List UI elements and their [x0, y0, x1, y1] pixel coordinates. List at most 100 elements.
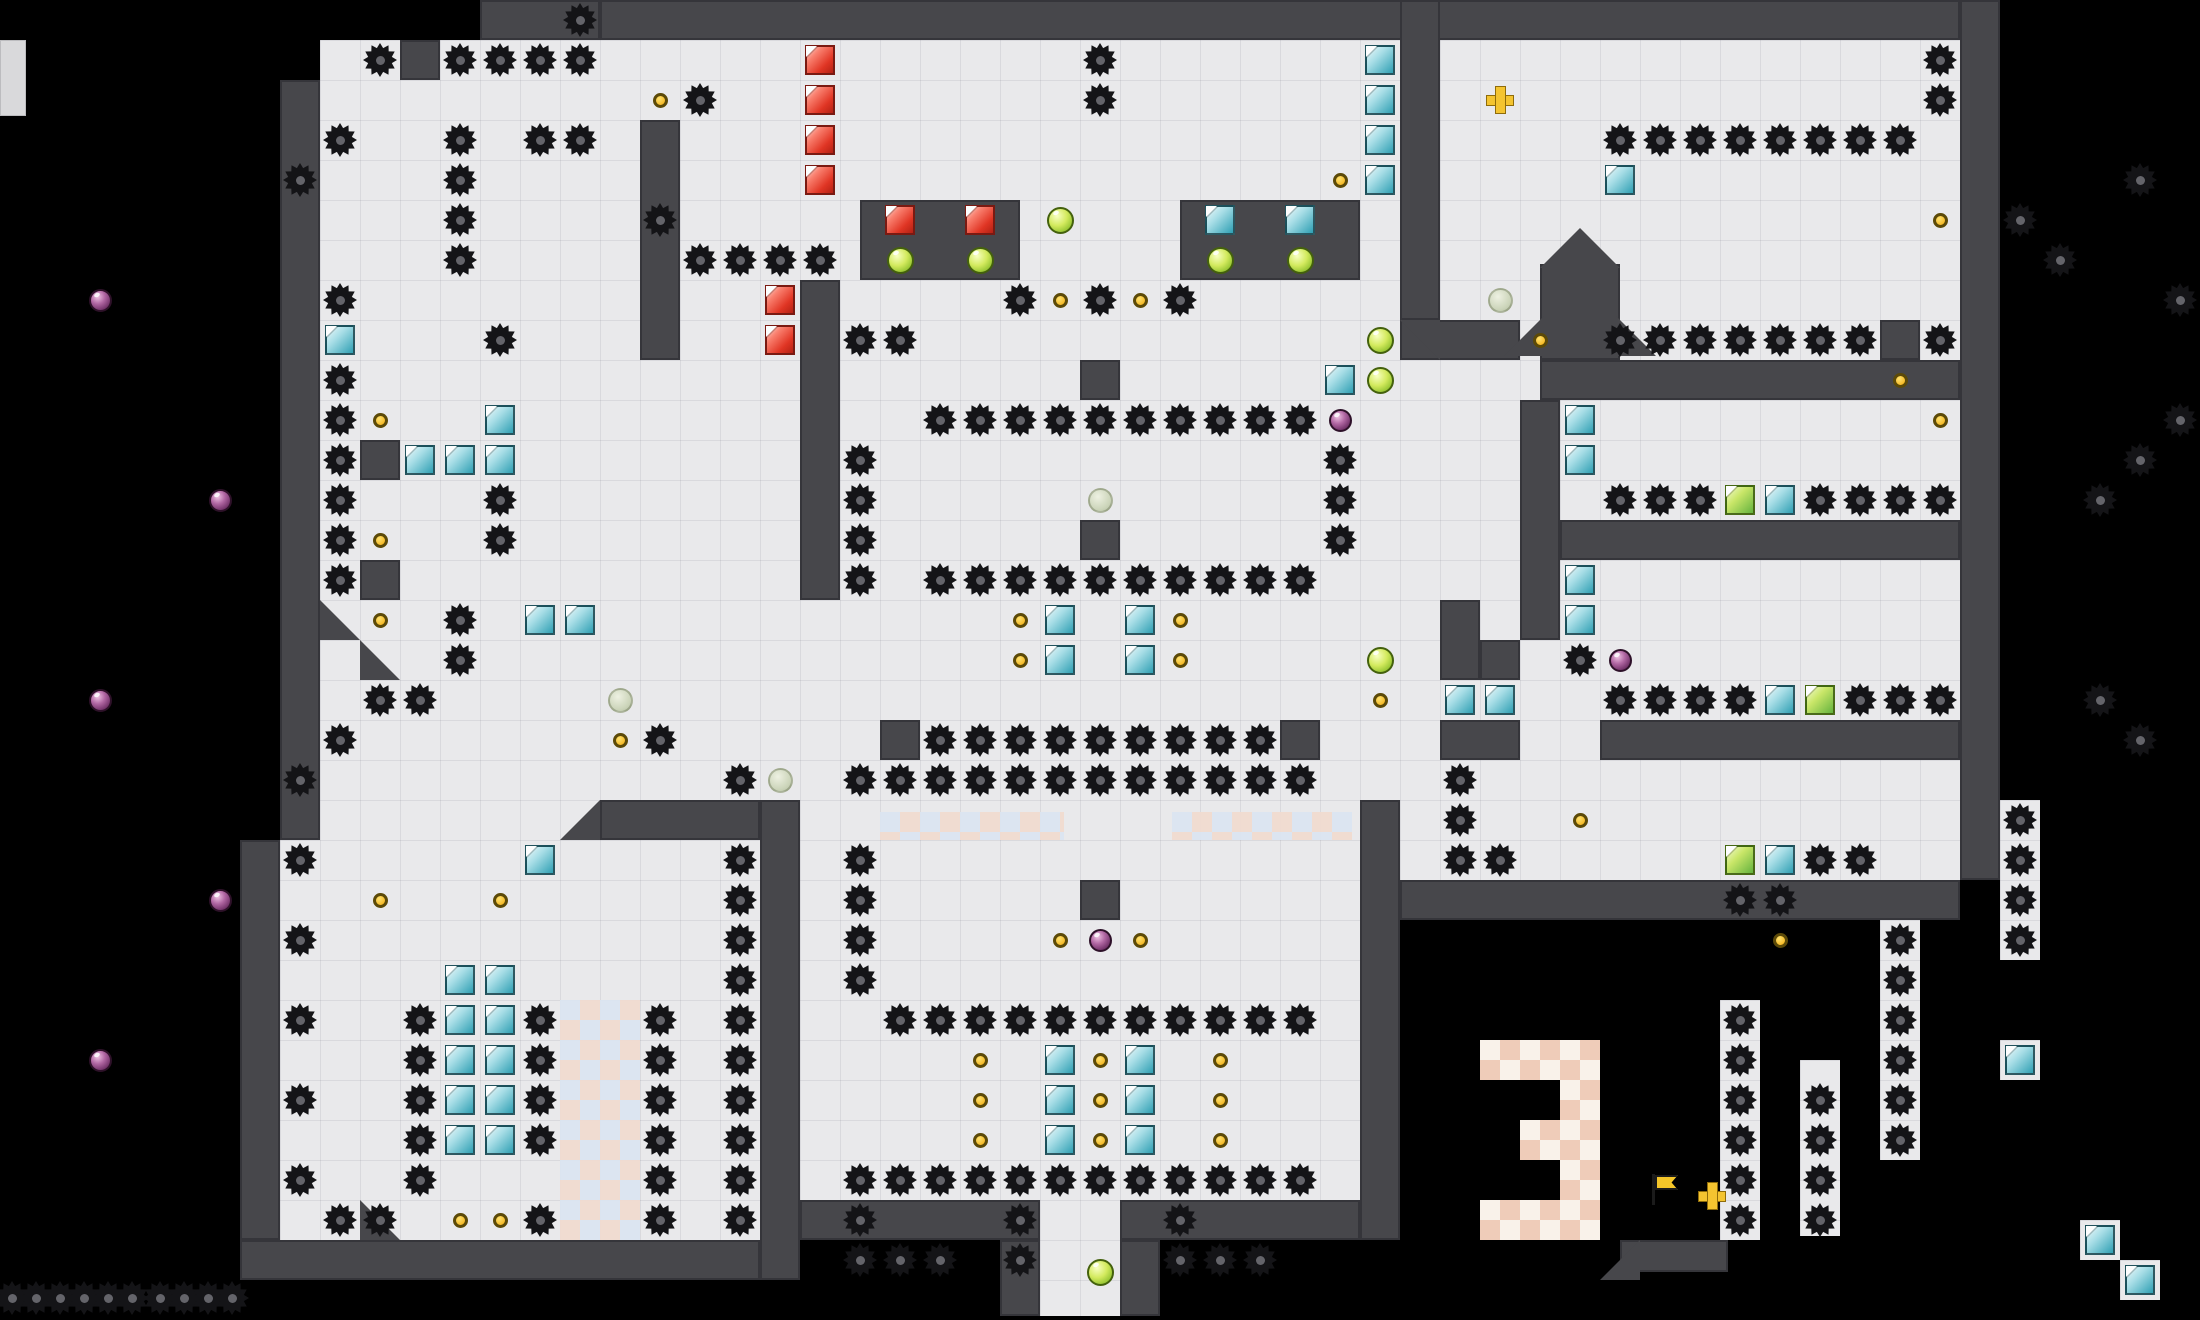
- wall-block: [1080, 360, 1120, 400]
- coin-pickup: [1532, 332, 1548, 348]
- saw-blade-hazard: [2163, 283, 2197, 317]
- wall-block: [1540, 264, 1620, 360]
- crate-red: [885, 205, 915, 235]
- coin-pickup: [1012, 612, 1028, 628]
- flag-pole: [1652, 1174, 1655, 1205]
- crate-teal: [1765, 685, 1795, 715]
- orb-ghost: [607, 687, 633, 713]
- crate-red: [765, 285, 795, 315]
- wall-block: [800, 1200, 1040, 1240]
- crate-teal: [1565, 445, 1595, 475]
- wall-block: [800, 280, 840, 600]
- coin-pickup: [372, 612, 388, 628]
- wall-block: [1120, 1200, 1360, 1240]
- wall-block: [360, 440, 400, 480]
- wall-block: [1080, 520, 1120, 560]
- coin-pickup: [1932, 212, 1948, 228]
- crate-teal: [445, 1125, 475, 1155]
- wall-block: [600, 0, 1960, 40]
- coin-pickup: [492, 1212, 508, 1228]
- checker-zone: [880, 812, 1064, 840]
- level-number-tile: [1520, 1120, 1560, 1160]
- crate-red: [805, 45, 835, 75]
- crate-teal: [1325, 365, 1355, 395]
- crate-teal: [1445, 685, 1475, 715]
- level-number-tile: [1480, 1200, 1520, 1240]
- orb-lime: [966, 246, 994, 274]
- crate-teal: [445, 1005, 475, 1035]
- saw-blade-hazard: [1203, 1243, 1237, 1277]
- coin-pickup: [1572, 812, 1588, 828]
- wall-block: [1880, 320, 1920, 360]
- crate-teal: [1565, 405, 1595, 435]
- orb-lime: [1366, 326, 1394, 354]
- wall-block: [1600, 720, 1960, 760]
- crate-teal: [1125, 1125, 1155, 1155]
- crate-teal: [2005, 1045, 2035, 1075]
- crate-teal: [445, 1045, 475, 1075]
- floor-region: [320, 40, 1400, 800]
- saw-blade-hazard: [2083, 483, 2117, 517]
- crate-teal: [1485, 685, 1515, 715]
- checkpoint-cross-icon: [1486, 86, 1514, 114]
- wall-block: [1440, 600, 1480, 680]
- wall-block: [1440, 720, 1520, 760]
- corner-ui-tile: [0, 40, 27, 116]
- orb-purple: [88, 288, 112, 312]
- level-number-tile: [1560, 1120, 1600, 1160]
- wall-block: [1080, 880, 1120, 920]
- crate-red: [805, 85, 835, 115]
- saw-blade-hazard: [883, 1243, 917, 1277]
- crate-teal: [1205, 205, 1235, 235]
- crate-teal: [525, 605, 555, 635]
- crate-red: [805, 165, 835, 195]
- crate-teal: [1565, 605, 1595, 635]
- crate-teal: [2125, 1265, 2155, 1295]
- crate-red: [965, 205, 995, 235]
- orb-lime: [1086, 1258, 1114, 1286]
- coin-pickup: [1172, 612, 1188, 628]
- orb-ghost: [767, 767, 793, 793]
- coin-pickup: [1052, 292, 1068, 308]
- coin-pickup: [1052, 932, 1068, 948]
- wall-block: [360, 560, 400, 600]
- crate-teal: [485, 1045, 515, 1075]
- coin-pickup: [1372, 692, 1388, 708]
- orb-purple: [1328, 408, 1352, 432]
- coin-pickup: [1332, 172, 1348, 188]
- wall-block: [640, 120, 680, 360]
- wall-block: [760, 800, 800, 1280]
- crate-teal: [1365, 45, 1395, 75]
- coin-pickup: [492, 892, 508, 908]
- coin-pickup: [612, 732, 628, 748]
- crate-teal: [485, 1005, 515, 1035]
- crate-teal: [1125, 645, 1155, 675]
- crate-teal: [565, 605, 595, 635]
- saw-blade-hazard: [2163, 403, 2197, 437]
- saw-blade-hazard: [215, 1281, 249, 1315]
- saw-blade-hazard: [2043, 243, 2077, 277]
- orb-lime: [886, 246, 914, 274]
- crate-teal: [485, 965, 515, 995]
- crate-teal: [1565, 565, 1595, 595]
- orb-lime: [1046, 206, 1074, 234]
- level-number-tile: [1520, 1200, 1560, 1240]
- crate-teal: [1365, 165, 1395, 195]
- saw-blade-hazard: [2003, 203, 2037, 237]
- coin-pickup: [452, 1212, 468, 1228]
- checker-zone: [560, 1000, 640, 1240]
- level-number-tile: [1480, 1040, 1520, 1080]
- crate-green: [1725, 485, 1755, 515]
- crate-teal: [1285, 205, 1315, 235]
- coin-pickup: [1092, 1092, 1108, 1108]
- crate-teal: [485, 405, 515, 435]
- wall-block: [1960, 0, 2000, 880]
- crate-teal: [485, 445, 515, 475]
- wall-block: [280, 80, 320, 840]
- flag-banner: [1655, 1175, 1678, 1190]
- crate-teal: [1125, 1045, 1155, 1075]
- crate-teal: [445, 965, 475, 995]
- coin-pickup: [1212, 1132, 1228, 1148]
- crate-teal: [1045, 1125, 1075, 1155]
